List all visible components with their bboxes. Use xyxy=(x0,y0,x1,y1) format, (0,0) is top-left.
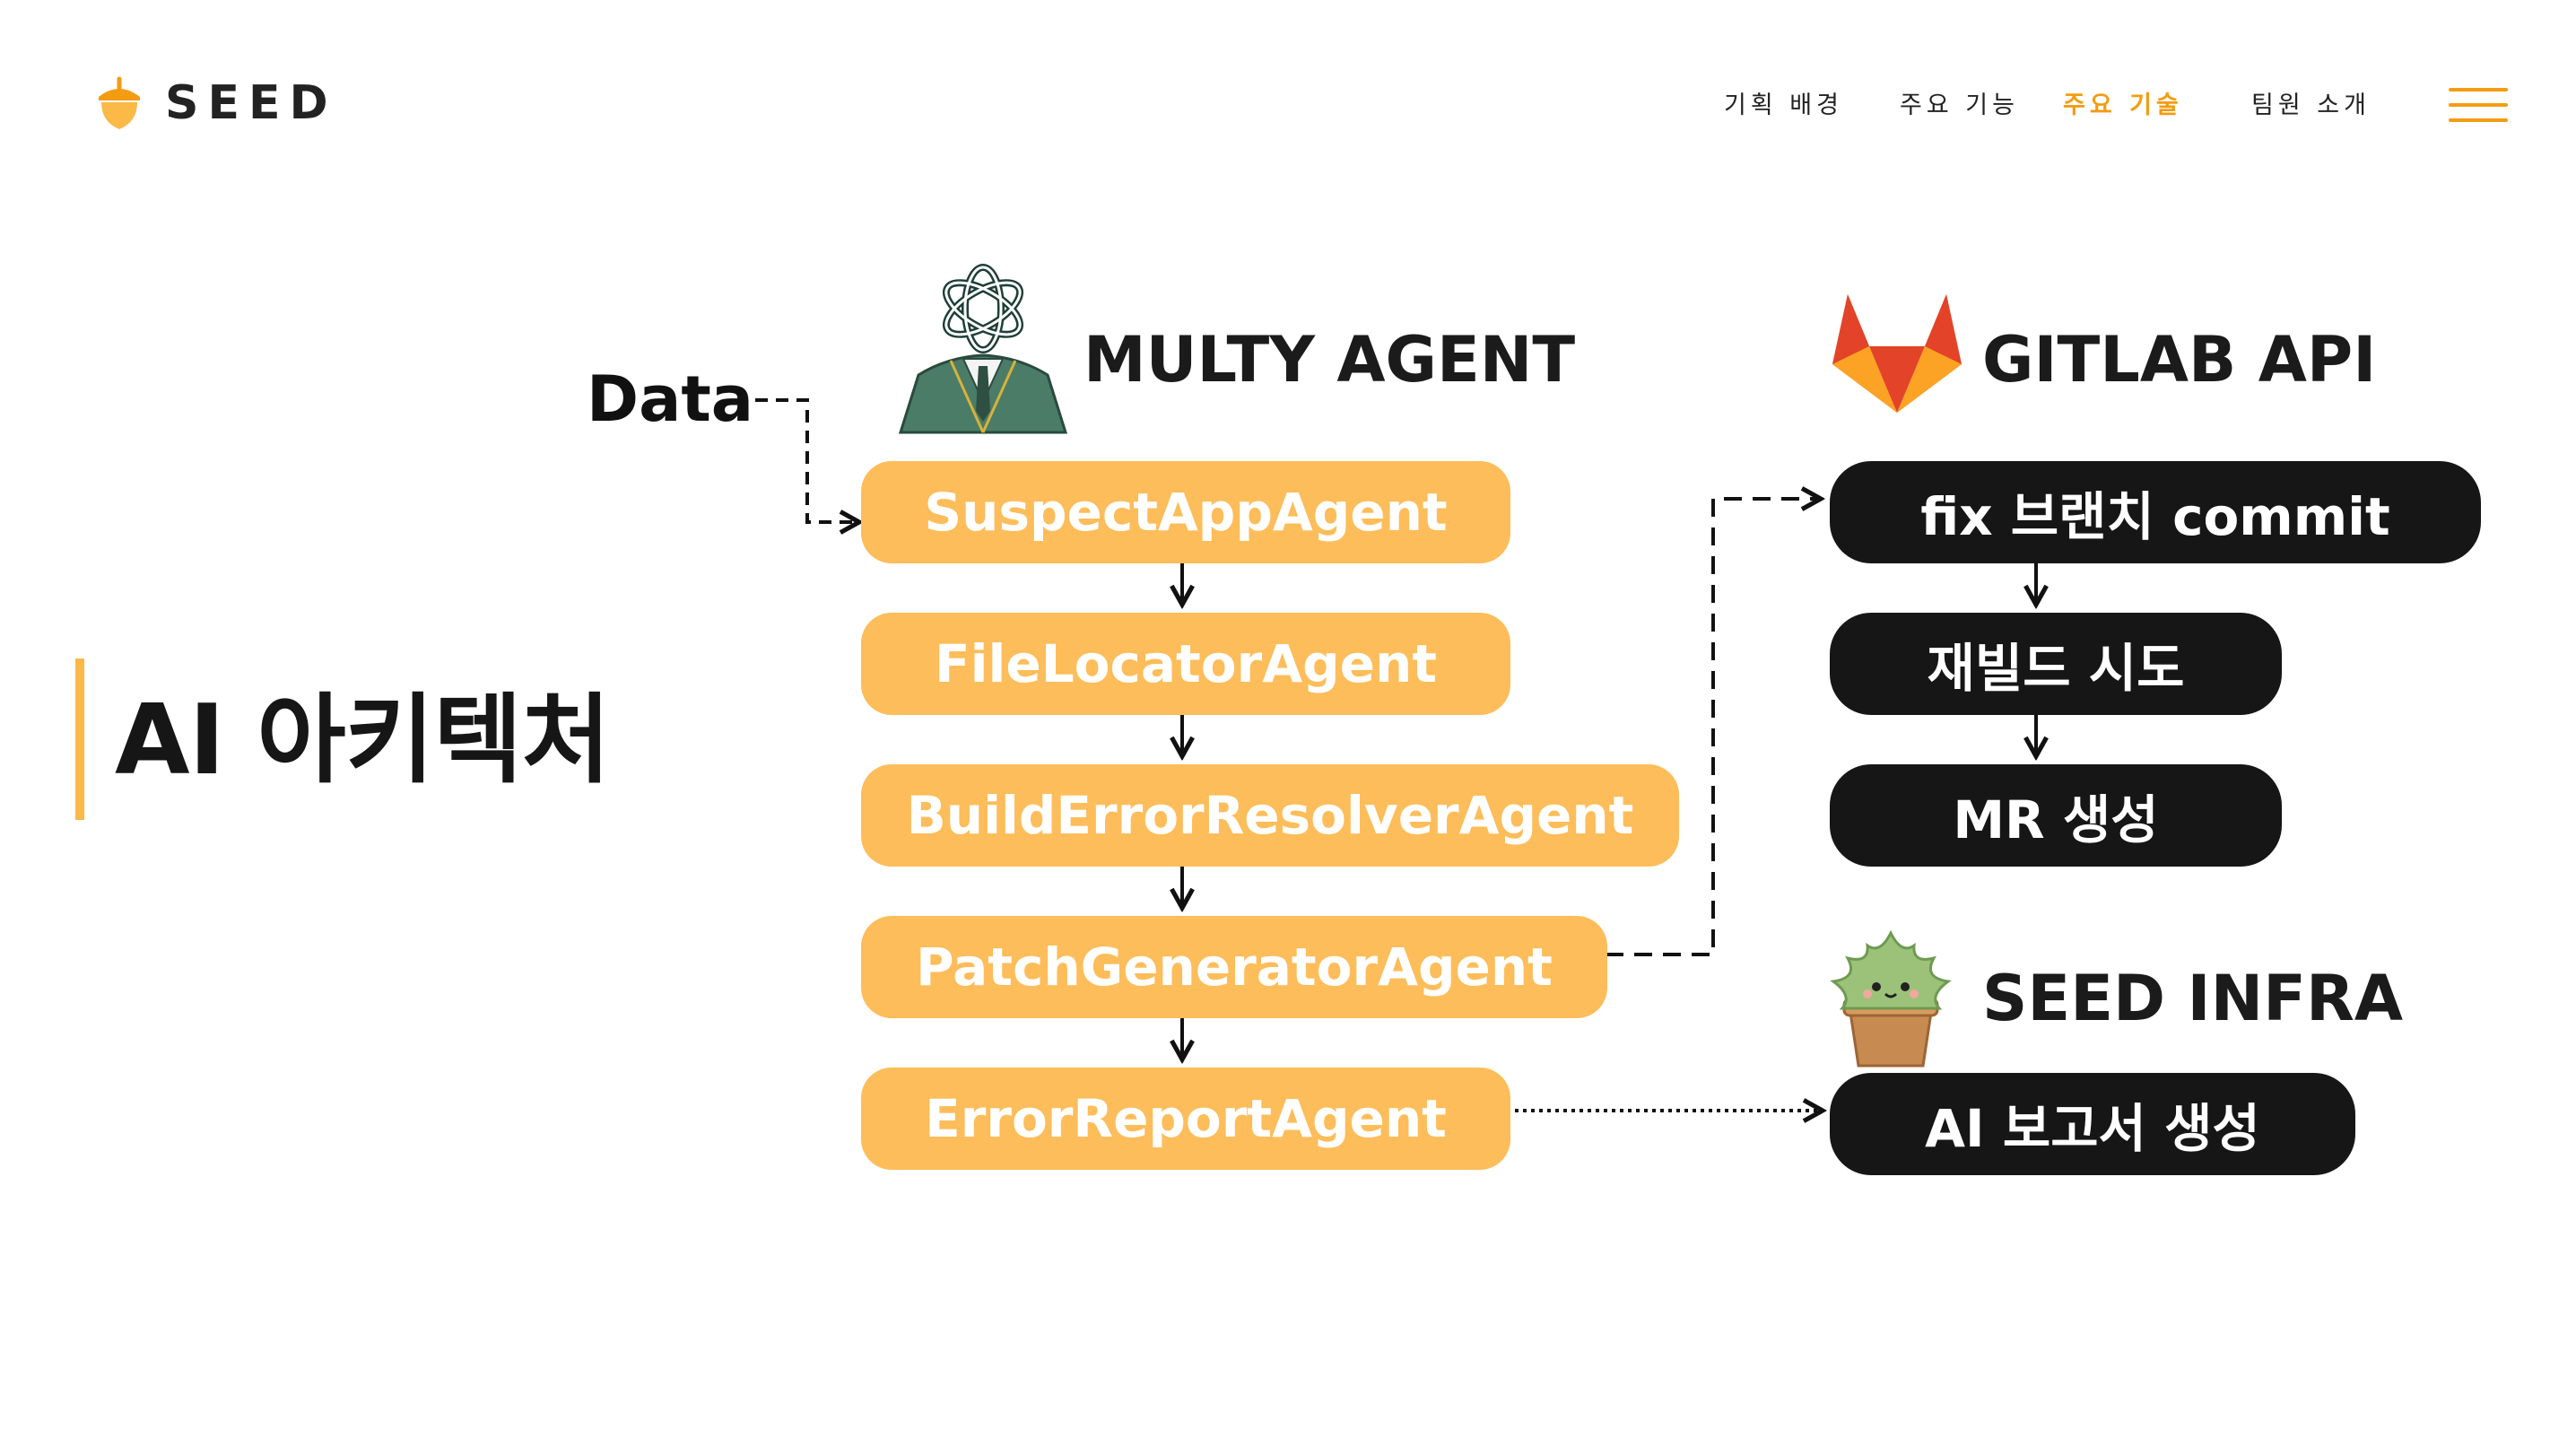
step-fix-branch-commit: fix 브랜치 commit xyxy=(1830,461,2481,563)
agent-error-report: ErrorReportAgent xyxy=(861,1068,1510,1170)
logo[interactable]: SEED xyxy=(95,75,337,131)
agent-suspect-app: SuspectAppAgent xyxy=(861,461,1510,563)
data-input-label: Data xyxy=(587,362,754,436)
gitlab-api-heading: GITLAB API xyxy=(1982,323,2377,397)
hamburger-menu-icon[interactable] xyxy=(2449,88,2508,124)
step-ai-report: AI 보고서 생성 xyxy=(1830,1073,2355,1175)
logo-text: SEED xyxy=(165,76,337,130)
multy-agent-heading: MULTY AGENT xyxy=(1083,323,1576,397)
step-create-mr: MR 생성 xyxy=(1830,764,2282,867)
title-accent-bar xyxy=(75,658,84,820)
agent-patch-generator: PatchGeneratorAgent xyxy=(861,916,1607,1018)
step-rebuild: 재빌드 시도 xyxy=(1830,613,2282,715)
nav-item-team[interactable]: 팀원 소개 xyxy=(2251,92,2371,119)
page-title: AI 아키텍처 xyxy=(115,684,611,797)
main-nav: 기획 배경 주요 기능 주요 기술 팀원 소개 xyxy=(0,85,2576,125)
gitlab-fox-icon xyxy=(1830,291,1964,420)
acorn-icon xyxy=(99,76,140,129)
succulent-mascot-icon xyxy=(1808,928,1973,1073)
seed-infra-heading: SEED INFRA xyxy=(1982,962,2404,1035)
nav-item-features[interactable]: 주요 기능 xyxy=(1900,92,2019,119)
agent-build-error-resolver: BuildErrorResolverAgent xyxy=(861,764,1679,867)
nav-item-tech[interactable]: 주요 기술 xyxy=(2063,92,2183,119)
agent-file-locator: FileLocatorAgent xyxy=(861,613,1510,715)
gpt-agent-icon xyxy=(893,258,1073,438)
nav-item-background[interactable]: 기획 배경 xyxy=(1724,92,1843,119)
